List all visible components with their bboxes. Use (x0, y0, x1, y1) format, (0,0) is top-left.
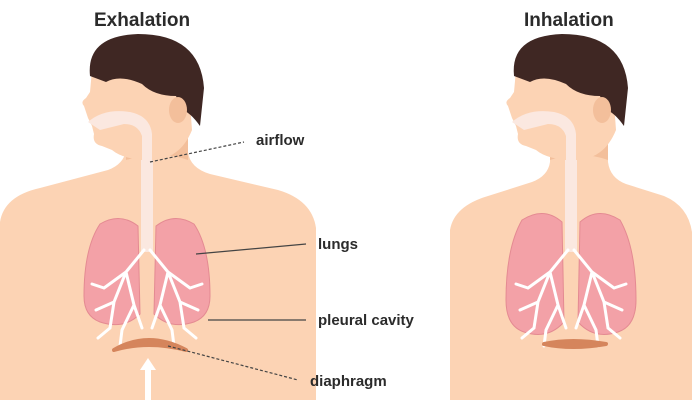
exhalation-title: Exhalation (94, 10, 190, 32)
inhalation-diaphragm (544, 341, 606, 347)
inhalation-trachea (565, 160, 577, 252)
airflow-label: airflow (256, 132, 304, 149)
inhalation-ear (593, 97, 611, 123)
diaphragm-label: diaphragm (310, 373, 387, 390)
pleural-cavity-label: pleural cavity (318, 312, 414, 329)
exhalation-trachea (141, 160, 153, 252)
lungs-label: lungs (318, 236, 358, 253)
exhalation-ear (169, 97, 187, 123)
inhalation-title: Inhalation (524, 10, 614, 32)
exhalation-figure (0, 34, 316, 400)
inhalation-figure (450, 34, 692, 400)
